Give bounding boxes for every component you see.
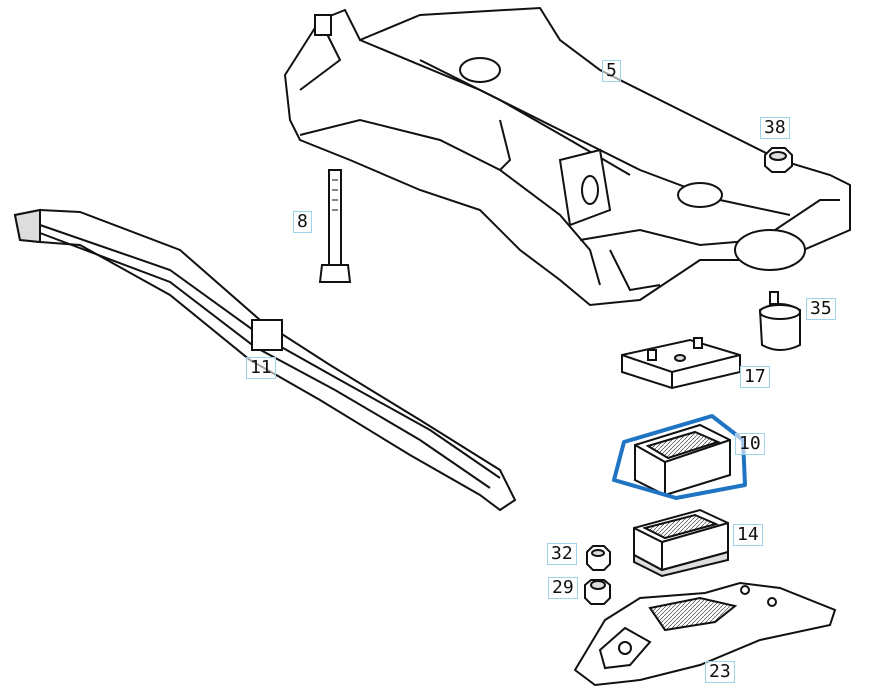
rubber-mount-part-14[interactable] (633, 508, 729, 578)
callout-label-10: 10 (735, 433, 765, 455)
callout-label-32: 32 (547, 543, 577, 565)
callout-label-35: 35 (806, 298, 836, 320)
nut-part-38[interactable] (764, 147, 793, 173)
callout-label-8: 8 (293, 211, 312, 233)
callout-label-23: 23 (705, 661, 735, 683)
callout-label-14: 14 (733, 524, 763, 546)
plate-part-17[interactable] (621, 337, 741, 390)
nut-part-32[interactable] (586, 545, 611, 571)
callout-label-11: 11 (246, 357, 276, 379)
bump-stop-part-35[interactable] (758, 291, 801, 351)
subframe-part-5[interactable] (283, 6, 851, 307)
callout-label-17: 17 (740, 366, 770, 388)
selection-highlight-outline (612, 414, 747, 500)
washer-part-29[interactable] (584, 579, 611, 605)
rubber-mount-part-10[interactable] (634, 423, 731, 497)
callout-label-29: 29 (548, 577, 578, 599)
callout-label-38: 38 (760, 117, 790, 139)
callout-label-5: 5 (602, 60, 621, 82)
bracket-plate-part-23[interactable] (573, 581, 837, 687)
bolt-part-8[interactable] (318, 169, 352, 283)
